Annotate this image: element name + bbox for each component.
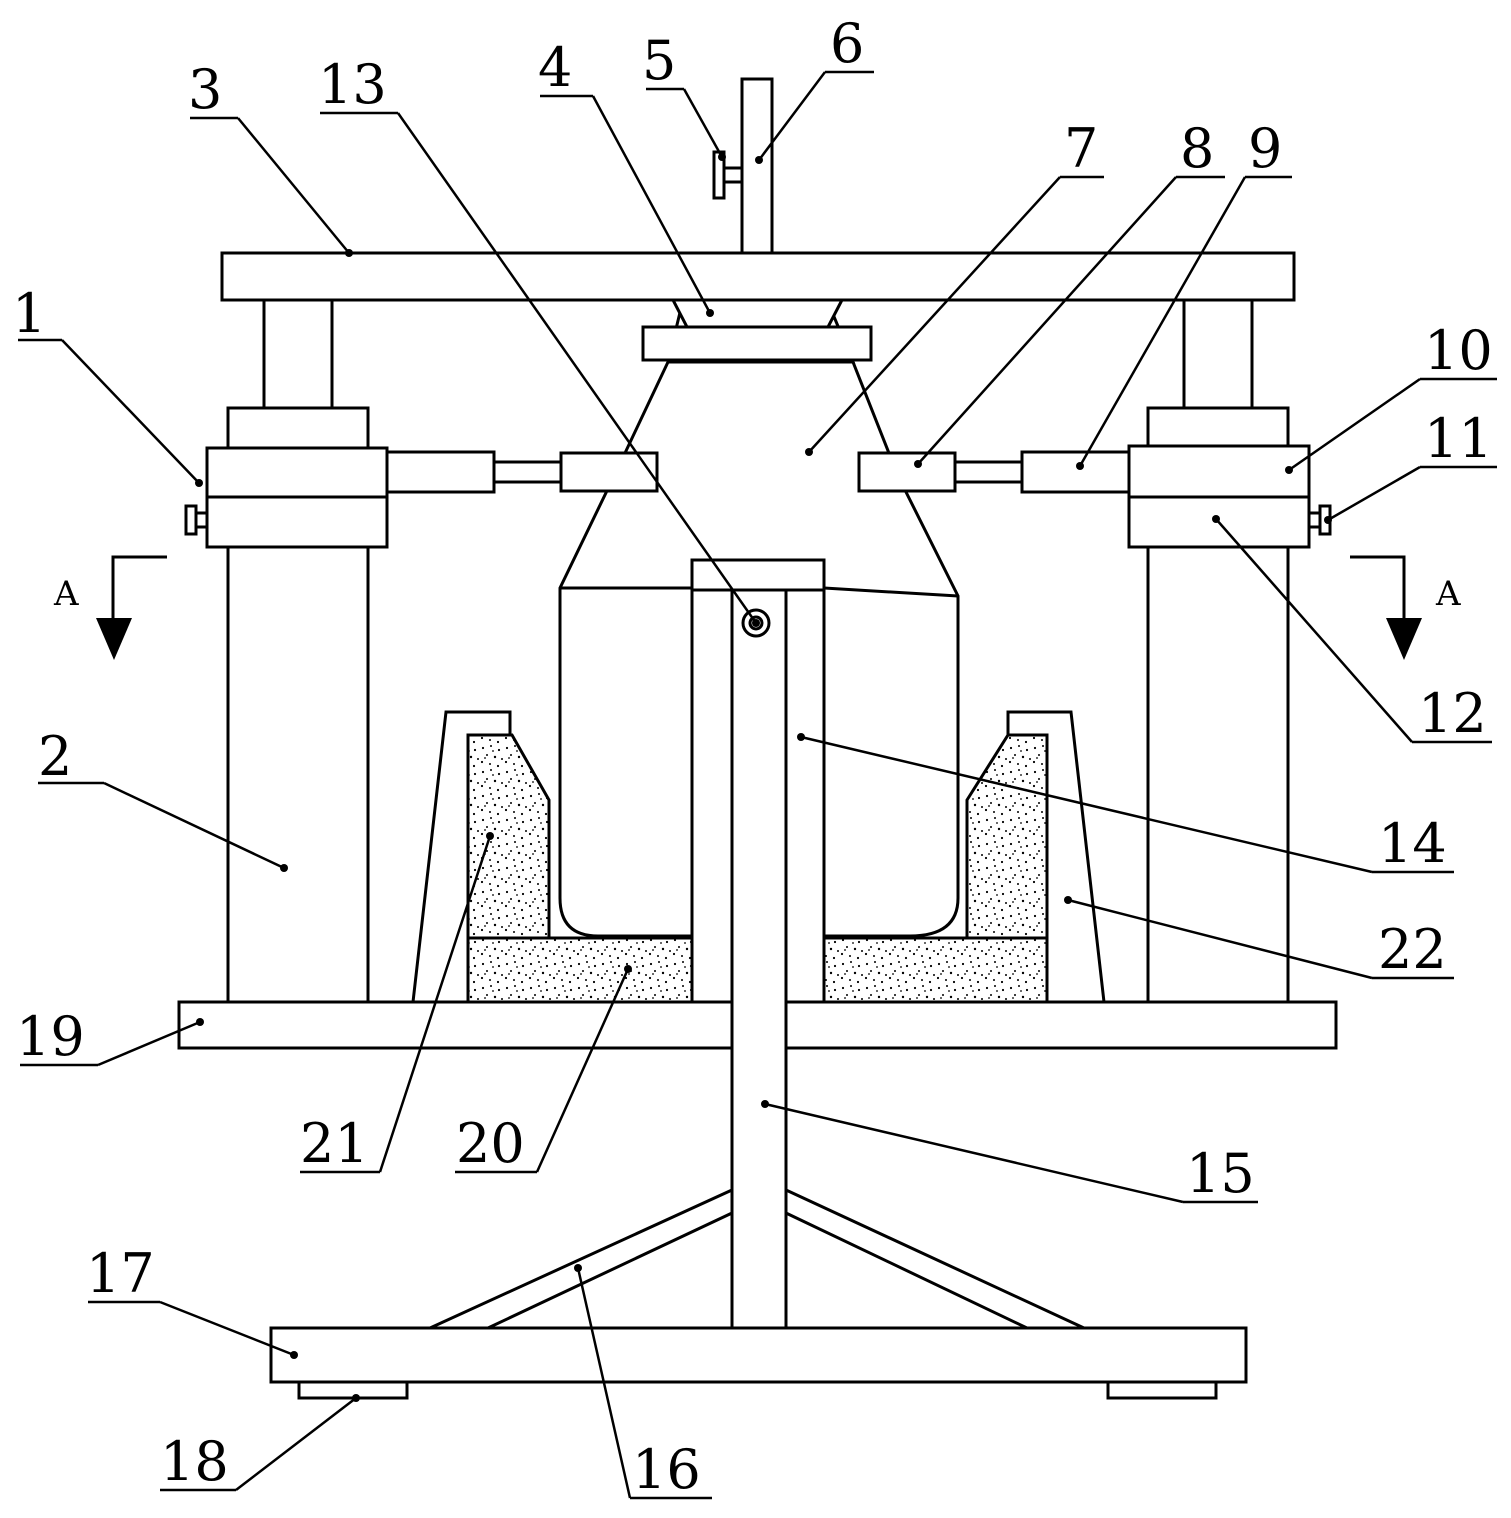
central-shaft-front bbox=[730, 588, 788, 1330]
left-holder bbox=[411, 710, 694, 1004]
left-clamp-arm bbox=[385, 450, 659, 494]
right-holder bbox=[822, 710, 1106, 1004]
left-thumb-screw bbox=[184, 504, 209, 536]
section-label-right: A bbox=[1435, 574, 1461, 614]
label-14: 14 bbox=[1378, 812, 1447, 875]
label-2: 2 bbox=[38, 725, 72, 788]
right-collar bbox=[1146, 406, 1290, 450]
label-1: 1 bbox=[12, 282, 46, 345]
left-clamp-lower bbox=[205, 495, 389, 549]
right-column-assembly bbox=[1127, 298, 1332, 1004]
post-screw bbox=[712, 150, 744, 200]
strut-right bbox=[784, 1187, 1085, 1330]
left-collar bbox=[226, 406, 370, 450]
label-4: 4 bbox=[538, 36, 572, 99]
section-label-left: A bbox=[53, 574, 79, 614]
label-11: 11 bbox=[1424, 407, 1493, 470]
left-foam-bottom bbox=[466, 936, 694, 1004]
label-6: 6 bbox=[830, 12, 864, 75]
vertical-post bbox=[740, 77, 774, 255]
left-upper-rod bbox=[262, 298, 334, 410]
bottle-mouth bbox=[670, 298, 845, 329]
label-18: 18 bbox=[160, 1430, 229, 1493]
label-10: 10 bbox=[1424, 319, 1493, 382]
top-beam bbox=[220, 251, 1296, 302]
label-9: 9 bbox=[1248, 117, 1282, 180]
label-8: 8 bbox=[1180, 117, 1214, 180]
section-marker-right: A bbox=[1350, 555, 1461, 660]
housing-top bbox=[690, 558, 826, 592]
strut-left bbox=[429, 1187, 734, 1330]
housing-left-wall bbox=[690, 558, 734, 1004]
left-foam-side bbox=[466, 733, 551, 940]
right-upper-rod bbox=[1182, 298, 1254, 410]
label-5: 5 bbox=[642, 29, 676, 92]
callouts: 1 2 3 4 5 6 7 8 bbox=[12, 12, 1497, 1501]
right-foam-side bbox=[965, 733, 1049, 940]
right-clamp-upper bbox=[1127, 444, 1311, 499]
right-foam-bottom bbox=[822, 936, 1049, 1004]
right-clamp-arm bbox=[857, 450, 1131, 494]
label-13: 13 bbox=[318, 53, 387, 116]
label-20: 20 bbox=[456, 1112, 525, 1175]
left-column bbox=[226, 545, 370, 1004]
base-plate bbox=[269, 1326, 1248, 1384]
label-19: 19 bbox=[16, 1005, 85, 1068]
right-column bbox=[1146, 545, 1290, 1004]
label-3: 3 bbox=[188, 58, 222, 121]
housing-right-wall bbox=[784, 558, 826, 1004]
label-7: 7 bbox=[1064, 117, 1098, 180]
label-16: 16 bbox=[632, 1438, 701, 1501]
left-column-assembly bbox=[184, 298, 389, 1004]
bottle-cap-plate bbox=[641, 325, 873, 362]
label-17: 17 bbox=[86, 1242, 155, 1305]
label-12: 12 bbox=[1418, 682, 1487, 745]
section-marker-left: A bbox=[53, 555, 167, 660]
left-clamp-upper bbox=[205, 446, 389, 499]
label-21: 21 bbox=[300, 1112, 369, 1175]
foot-right bbox=[1106, 1380, 1218, 1400]
label-22: 22 bbox=[1378, 918, 1447, 981]
label-15: 15 bbox=[1186, 1142, 1255, 1205]
